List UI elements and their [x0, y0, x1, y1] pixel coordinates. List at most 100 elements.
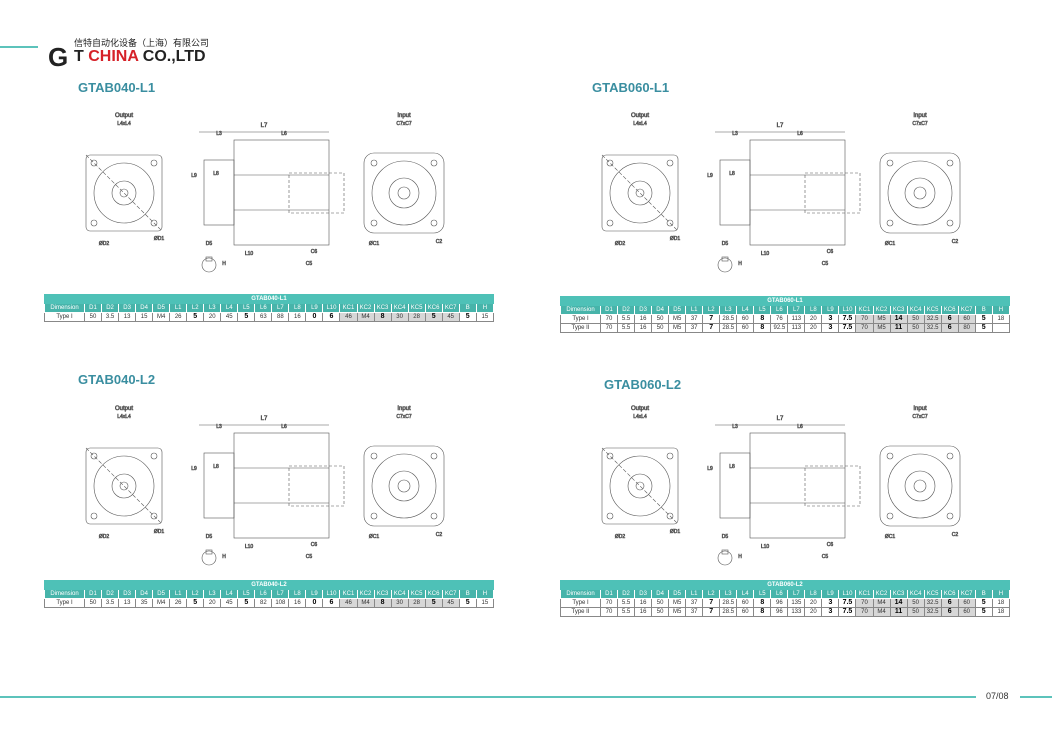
- dim-label-h: H: [222, 554, 226, 560]
- dim-label-input_dim: C7xC7: [912, 414, 928, 420]
- column-header: KC5: [407, 303, 426, 313]
- table-cell: 37: [685, 607, 704, 617]
- table-cell: 37: [685, 323, 704, 333]
- column-header: D5: [152, 589, 171, 599]
- table-cell: 5: [186, 312, 205, 322]
- table-cell: 32.5: [923, 598, 942, 608]
- column-header: L6: [770, 589, 789, 599]
- dim-label-c5: C5: [822, 554, 829, 560]
- table-cell: [991, 323, 1011, 333]
- dim-label-h: H: [738, 261, 742, 267]
- column-header: L9: [821, 589, 840, 599]
- table-cell: M5: [872, 314, 891, 324]
- dim-label-d5: D5: [722, 534, 729, 540]
- table-cell: 8: [753, 607, 772, 617]
- column-header: KC2: [872, 589, 891, 599]
- column-header: KC4: [906, 305, 925, 315]
- table-cell: M4: [872, 598, 891, 608]
- column-header: D4: [135, 303, 154, 313]
- dim-label-c6: C6: [311, 542, 318, 548]
- footer-rule-right: [1020, 696, 1052, 698]
- dim-label-c2: C2: [436, 532, 443, 538]
- table-cell: 5: [237, 312, 256, 322]
- table-cell: 18: [991, 607, 1011, 617]
- table-cell: 26: [169, 312, 188, 322]
- column-header: Dimension: [44, 303, 85, 313]
- column-header: D5: [668, 305, 687, 315]
- dim-label-c2: C2: [952, 239, 959, 245]
- table-cell: 35: [135, 598, 154, 608]
- table-cell: 15: [475, 312, 495, 322]
- table-cell: 70: [599, 323, 619, 333]
- table-cell: 96: [770, 607, 789, 617]
- column-header: KC4: [906, 589, 925, 599]
- table-cell: 70: [855, 607, 874, 617]
- dim-label-l6: L6: [797, 424, 803, 430]
- column-header: KC6: [424, 303, 443, 313]
- dim-label-l6: L6: [281, 424, 287, 430]
- dim-label-c6: C6: [827, 249, 834, 255]
- table-cell: 3.5: [101, 312, 120, 322]
- table-cell: 16: [634, 607, 653, 617]
- table-cell: 50: [651, 314, 670, 324]
- table-cell: 60: [736, 314, 755, 324]
- table-cell: 13: [118, 312, 137, 322]
- table-cell: 80: [957, 323, 976, 333]
- table-cell: 6: [322, 312, 341, 322]
- column-header: L6: [254, 303, 273, 313]
- dim-label-input_dim: C7xC7: [912, 121, 928, 127]
- column-header: L8: [288, 303, 307, 313]
- dim-label-l3: L3: [732, 424, 738, 430]
- table-cell: 45: [441, 598, 460, 608]
- table-cell: 60: [736, 323, 755, 333]
- dim-label-l6: L6: [797, 131, 803, 137]
- column-header: D4: [651, 589, 670, 599]
- table-cell: 5: [974, 607, 993, 617]
- table-cell: 60: [736, 607, 755, 617]
- column-header: L3: [203, 589, 222, 599]
- table-cell: 3: [821, 598, 840, 608]
- dim-label-c5: C5: [822, 261, 829, 267]
- column-header: L10: [838, 589, 857, 599]
- table-cell: 14: [889, 314, 908, 324]
- dim-label-h: H: [222, 261, 226, 267]
- column-header: D1: [599, 305, 619, 315]
- dim-label-d1: ØD1: [154, 236, 165, 242]
- table-cell: 8: [753, 314, 772, 324]
- column-header: L4: [220, 589, 239, 599]
- dim-label-d5: D5: [206, 534, 213, 540]
- table-cell: 0: [305, 598, 324, 608]
- table-cell: 8: [373, 312, 392, 322]
- table-cell: 20: [804, 323, 823, 333]
- table-cell: 70: [855, 598, 874, 608]
- table-cell: 50: [651, 323, 670, 333]
- table-cell: 70: [599, 598, 619, 608]
- table-cell: 46: [339, 312, 358, 322]
- column-header: KC3: [889, 589, 908, 599]
- dim-label-d1: ØD1: [670, 236, 681, 242]
- table-cell: 70: [855, 323, 874, 333]
- table-cell: 28.5: [719, 607, 738, 617]
- column-header: KC2: [872, 305, 891, 315]
- dim-label-d2: ØD2: [615, 241, 626, 247]
- table-cell: 11: [889, 607, 908, 617]
- column-header: D1: [599, 589, 619, 599]
- table-cell: 5: [974, 598, 993, 608]
- table-cell: 50: [83, 598, 103, 608]
- column-header: L8: [288, 589, 307, 599]
- column-header: L3: [719, 589, 738, 599]
- dim-label-c1: ØC1: [369, 241, 380, 247]
- table-cell: 5.5: [617, 598, 636, 608]
- column-header: KC1: [855, 305, 874, 315]
- table-cell: 76: [770, 314, 789, 324]
- table-cell: 96: [770, 598, 789, 608]
- column-header: L5: [753, 305, 772, 315]
- column-header: L7: [787, 589, 806, 599]
- dim-label-d2: ØD2: [99, 241, 110, 247]
